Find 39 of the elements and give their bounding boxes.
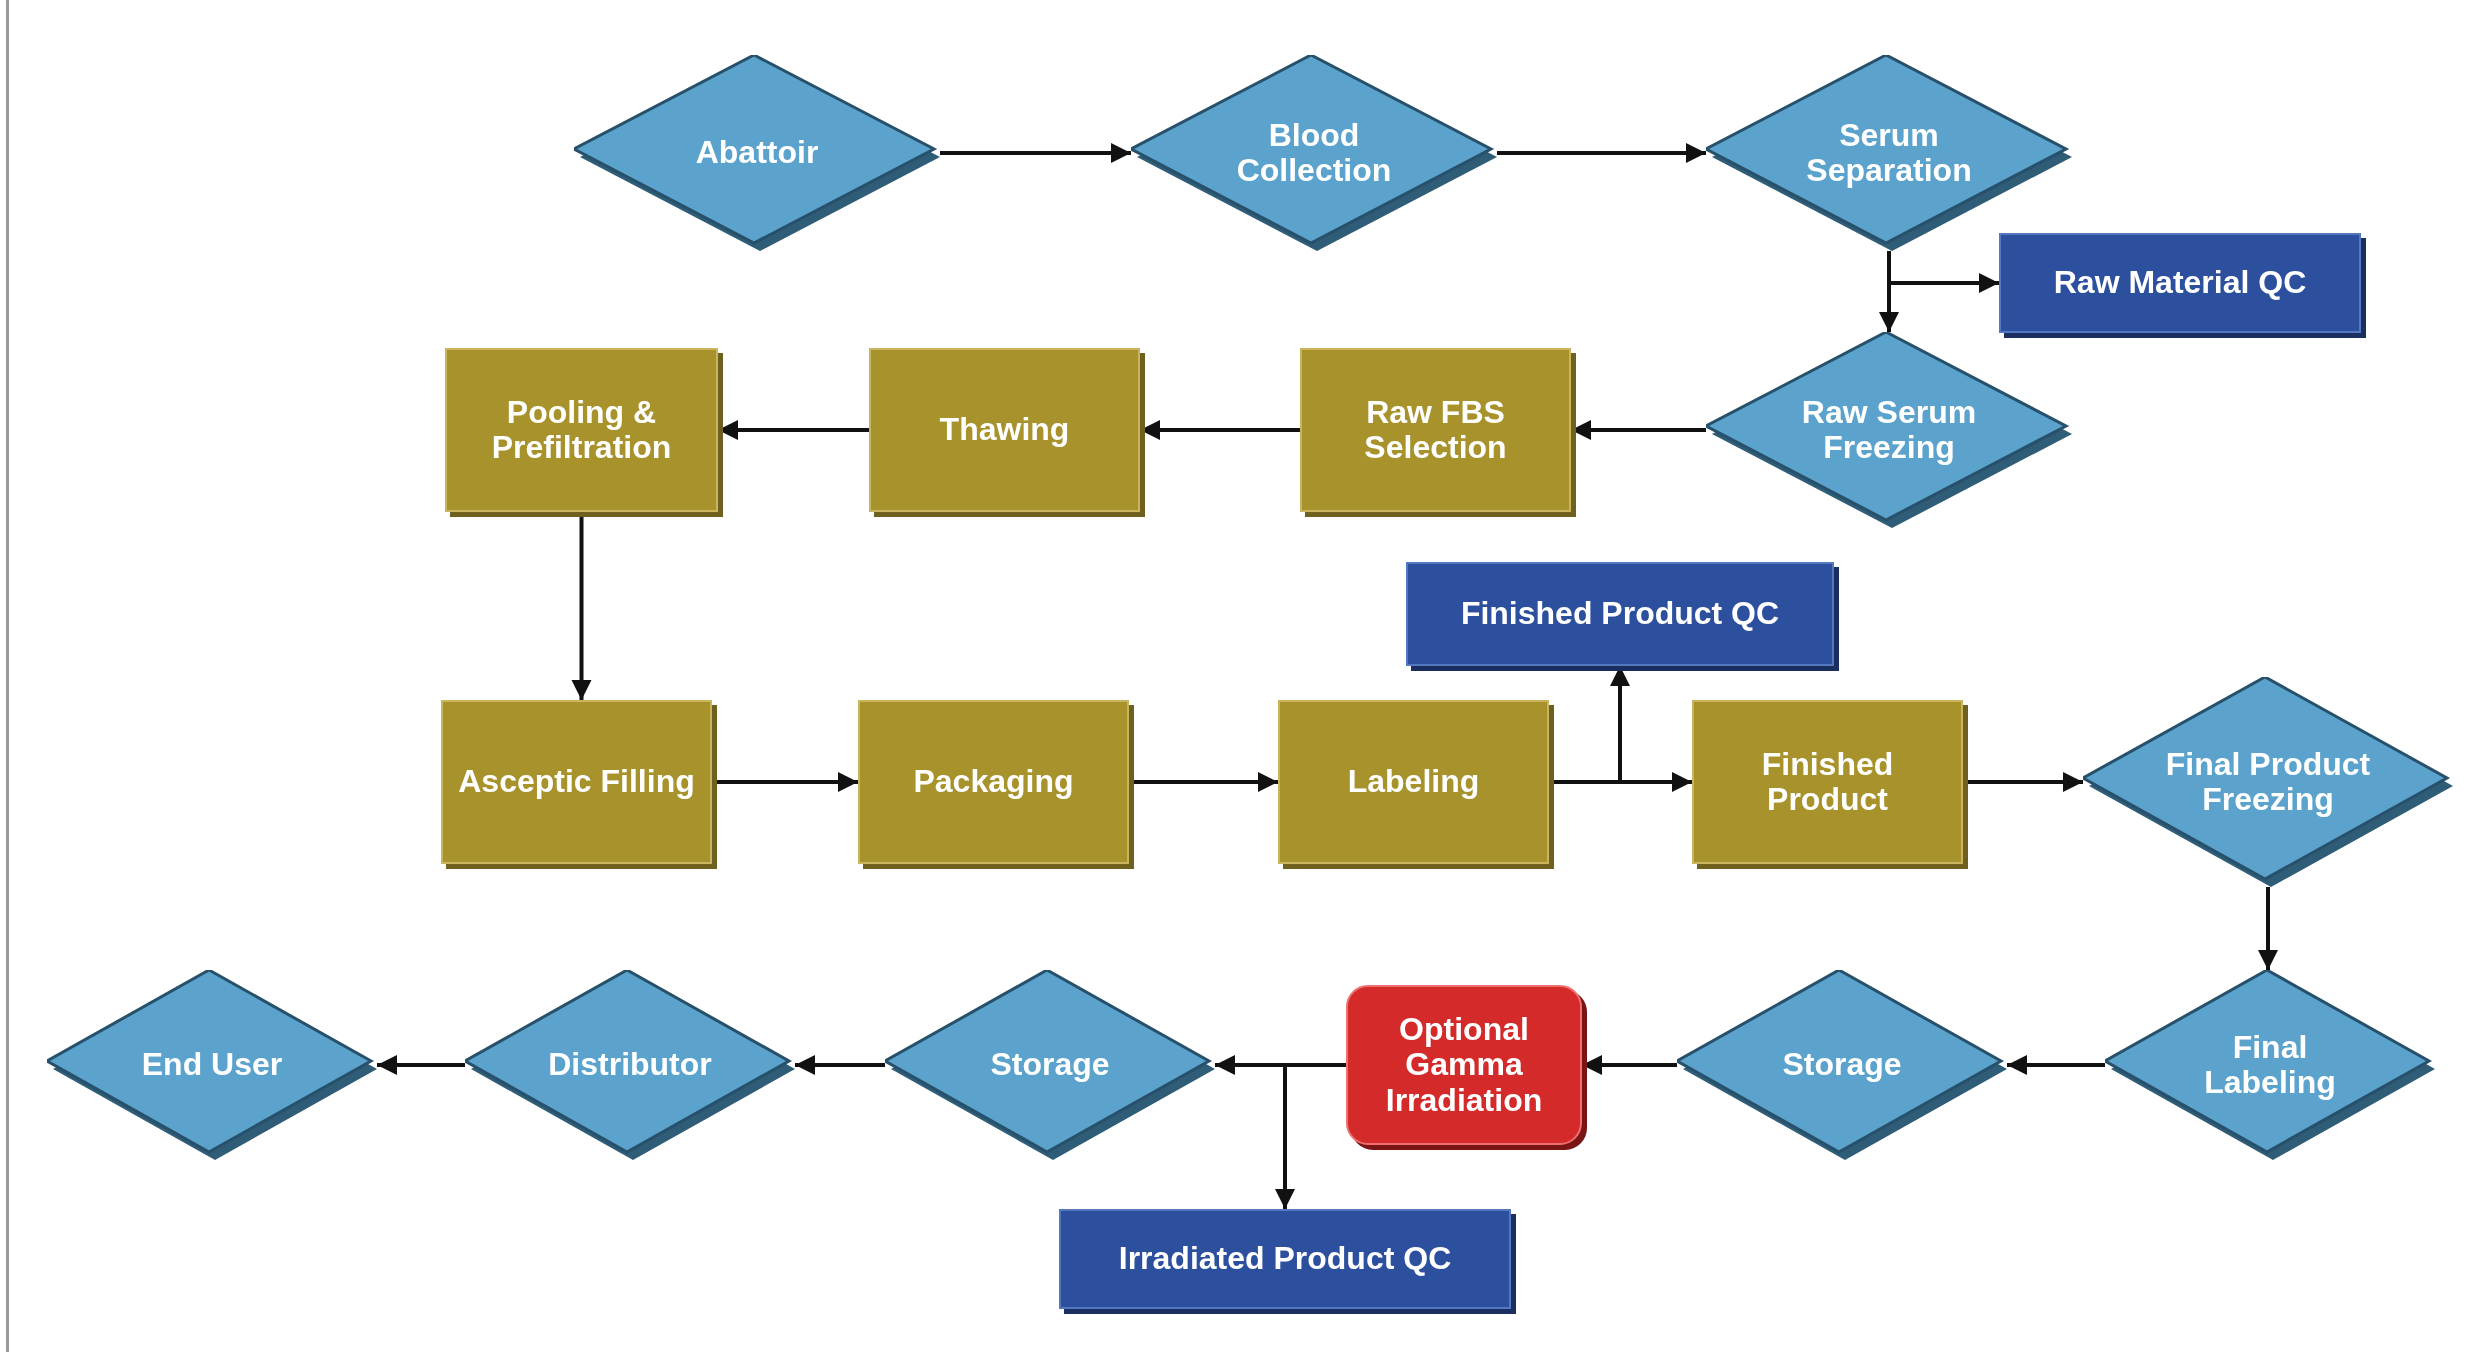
process-diamond: [1706, 332, 2072, 528]
step-label: Serum Separation: [1805, 117, 1973, 189]
process-diamond: [465, 970, 795, 1160]
step-label: Storage: [990, 1047, 1110, 1083]
process-diamond: [2083, 677, 2453, 887]
process-diamond: [47, 970, 377, 1160]
process-diamond: [2105, 970, 2435, 1160]
step-label: Storage: [1782, 1047, 1902, 1083]
step-label: Irradiated Product QC: [1118, 1241, 1452, 1277]
arrow: [1497, 143, 1706, 163]
arrow: [377, 1055, 465, 1075]
step-label: Thawing: [939, 412, 1070, 448]
step-label: Labeling: [1347, 764, 1480, 800]
step-label: Finished Product QC: [1460, 596, 1780, 632]
step-label: Packaging: [913, 764, 1074, 800]
arrow: [940, 143, 1131, 163]
step-label: Abattoir: [695, 135, 819, 171]
step-label: Distributor: [548, 1047, 712, 1083]
step-label: Optional Gamma Irradiation: [1384, 1012, 1544, 1118]
step-label: Raw Serum Freezing: [1800, 394, 1978, 466]
step-label: Asceptic Filling: [458, 764, 695, 800]
step-label: Finished Product: [1760, 746, 1895, 818]
arrow: [2007, 1055, 2105, 1075]
step-label: Pooling & Prefiltration: [490, 394, 673, 466]
process-diamond: [1706, 55, 2072, 251]
arrow: [795, 1055, 885, 1075]
step-label: Final Labeling: [2203, 1029, 2337, 1101]
arrow: [2258, 887, 2278, 970]
process-diamond: [885, 970, 1215, 1160]
step-label: Final Product Freezing: [2164, 746, 2372, 818]
process-diamond: [574, 55, 940, 251]
arrow: [1887, 251, 1999, 293]
step-label: Blood Collection: [1235, 117, 1393, 189]
step-label: Raw Material QC: [2053, 265, 2307, 301]
step-label: Raw FBS Selection: [1363, 394, 1508, 466]
step-label: End User: [141, 1047, 283, 1083]
process-diamond: [1677, 970, 2007, 1160]
process-diamond: [1131, 55, 1497, 251]
arrow: [1275, 1063, 1346, 1209]
